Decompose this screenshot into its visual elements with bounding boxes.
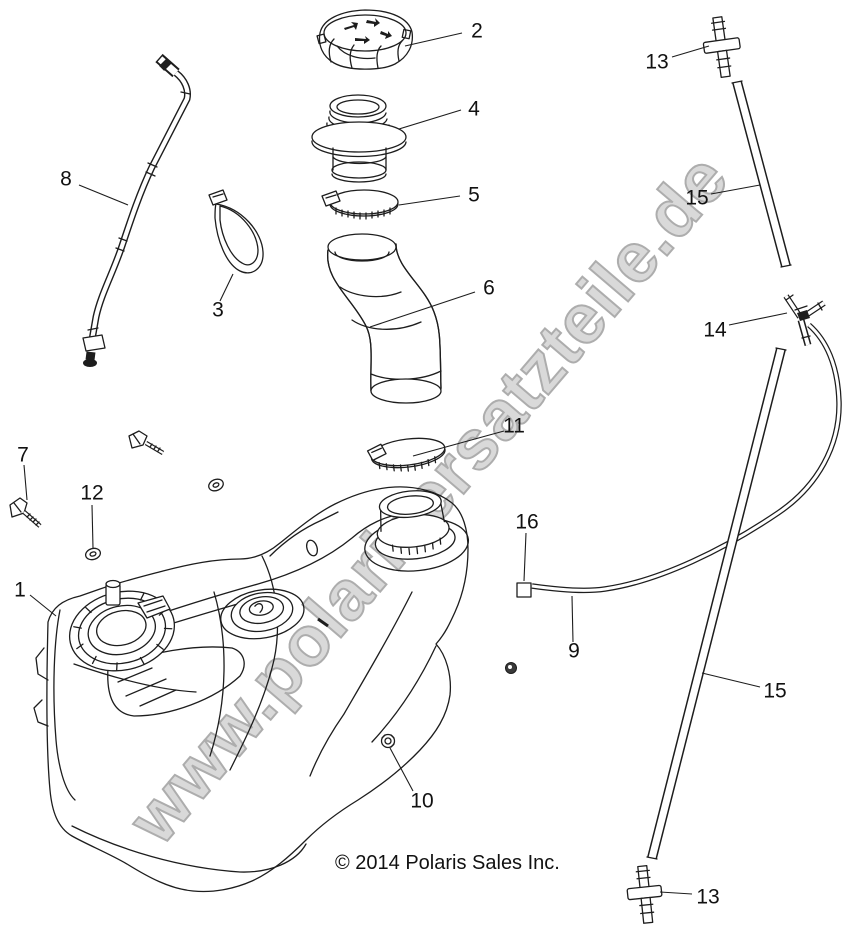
tank-filler-neck <box>364 490 470 572</box>
callout-14: 14 <box>703 312 788 342</box>
vent-line-drawing <box>82 53 191 367</box>
filler-hose-drawing <box>327 233 442 404</box>
bolt-top-drawing <box>128 430 165 455</box>
nut-10-drawing <box>380 733 396 749</box>
callout-2: 2 <box>404 20 483 47</box>
svg-text:15: 15 <box>685 187 708 210</box>
callout-10: 10 <box>389 747 434 813</box>
callout-9: 9 <box>568 595 580 663</box>
nut-small-drawing <box>505 662 517 674</box>
svg-text:2: 2 <box>471 20 483 43</box>
hose-clamp-upper-drawing <box>321 189 399 220</box>
bolt-7-drawing <box>9 497 42 528</box>
copyright-text: © 2014 Polaris Sales Inc. <box>335 852 560 874</box>
fuel-line-drawing <box>531 322 842 594</box>
callout-3: 3 <box>212 273 234 322</box>
callout-7: 7 <box>17 444 29 501</box>
callout-16: 16 <box>515 511 539 582</box>
fitting-bottom-drawing <box>626 864 663 924</box>
svg-text:6: 6 <box>483 277 495 300</box>
callout-15-lower: 15 <box>701 672 787 703</box>
callout-13-bottom: 13 <box>659 886 720 909</box>
fuel-pump-fittings <box>105 579 171 619</box>
hose-clamp-lower-drawing <box>366 437 446 472</box>
callout-4: 4 <box>398 98 480 130</box>
washer-12-drawing <box>84 478 224 561</box>
svg-text:4: 4 <box>468 98 480 121</box>
cable-tie-drawing <box>208 189 264 274</box>
fuel-tank-drawing <box>33 486 470 893</box>
svg-text:11: 11 <box>503 415 525 438</box>
callout-12: 12 <box>80 482 104 549</box>
svg-text:16: 16 <box>515 511 538 534</box>
fitting-top-drawing <box>702 16 741 79</box>
clip-fitting-drawing <box>783 294 826 346</box>
svg-text:5: 5 <box>468 184 480 207</box>
tube-lower-drawing <box>646 347 787 860</box>
svg-text:12: 12 <box>80 482 103 505</box>
svg-text:9: 9 <box>568 640 580 663</box>
callout-11: 11 <box>412 415 525 457</box>
svg-text:14: 14 <box>703 319 727 342</box>
tube-upper-drawing <box>731 80 792 268</box>
svg-text:8: 8 <box>60 168 72 191</box>
callout-15-upper: 15 <box>685 184 761 210</box>
fuel-cap-drawing <box>316 9 414 70</box>
svg-text:7: 7 <box>17 444 29 467</box>
filler-neck-flange-drawing <box>311 94 407 183</box>
callout-6: 6 <box>369 277 495 328</box>
svg-text:13: 13 <box>645 51 668 74</box>
spacer-block-drawing <box>516 582 532 598</box>
callout-5: 5 <box>398 184 480 207</box>
callout-8: 8 <box>60 168 129 206</box>
svg-text:15: 15 <box>763 680 786 703</box>
callout-1: 1 <box>14 579 57 617</box>
svg-text:3: 3 <box>212 299 224 322</box>
fuel-sender-recess <box>220 588 305 640</box>
svg-text:1: 1 <box>14 579 26 602</box>
callout-13-top: 13 <box>645 45 710 74</box>
svg-text:10: 10 <box>410 790 433 813</box>
svg-text:13: 13 <box>696 886 719 909</box>
